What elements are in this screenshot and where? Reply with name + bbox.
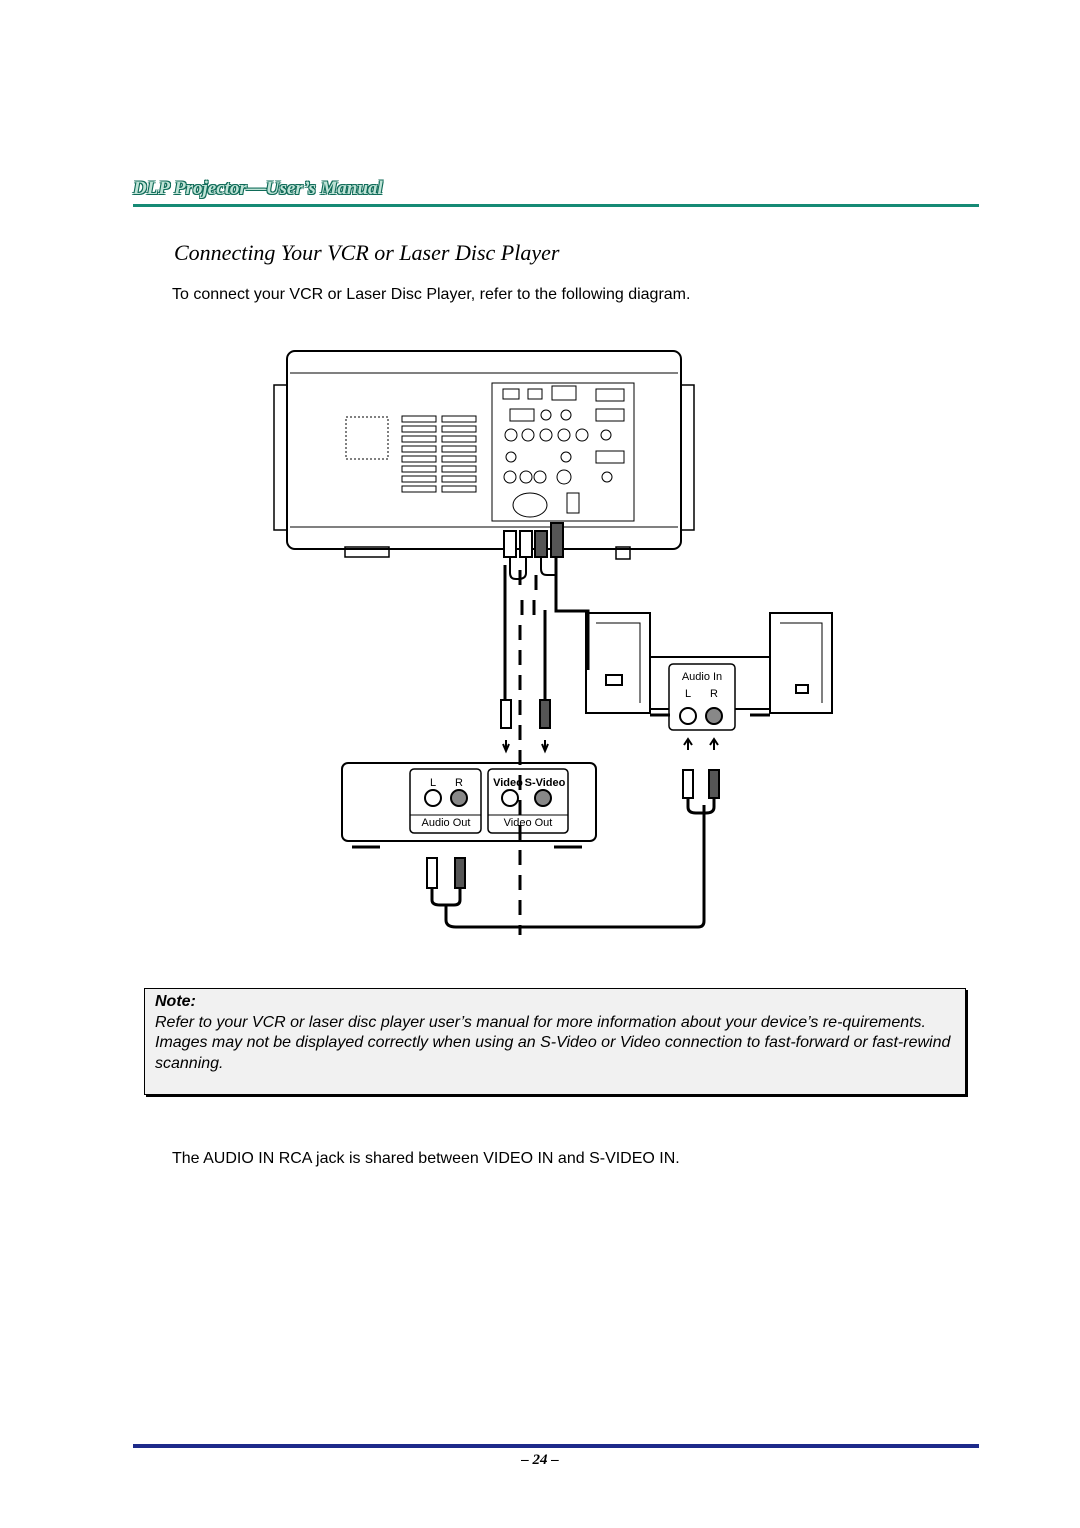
header-divider xyxy=(133,204,979,207)
cable-plugs-middle xyxy=(500,699,551,754)
projector-cables xyxy=(503,557,590,935)
audio-sharing-text: The AUDIO IN RCA jack is shared between … xyxy=(172,1150,680,1167)
projector-rear-panel xyxy=(273,350,695,560)
connection-diagram: L R Video S-Video Audio Out Video Out Au… xyxy=(273,350,833,935)
speaker-audio-in-label: Audio In xyxy=(682,671,722,683)
projector-plugs xyxy=(503,522,564,580)
note-box: Note: Refer to your VCR or laser disc pl… xyxy=(144,988,966,1095)
vcr-device xyxy=(341,762,597,849)
intro-paragraph: To connect your VCR or Laser Disc Player… xyxy=(172,286,691,303)
vcr-audio-cables xyxy=(426,805,706,929)
section-title: Connecting Your VCR or Laser Disc Player xyxy=(174,240,560,265)
speaker-plugs xyxy=(682,737,720,815)
vcr-video-label: Video xyxy=(493,777,523,789)
vcr-svideo-label: S-Video xyxy=(525,777,566,789)
note-text-1: Refer to your VCR or laser disc player u… xyxy=(155,1013,926,1031)
note-text-2: Images may not be displayed correctly wh… xyxy=(155,1034,951,1072)
manual-header-title: DLP Projector—User’s Manual xyxy=(133,178,383,199)
page-number: – 24 – xyxy=(521,1452,559,1468)
vcr-left-label: L xyxy=(430,777,436,789)
footer-divider xyxy=(133,1444,979,1448)
speaker-system xyxy=(585,612,833,731)
vcr-audio-out-label: Audio Out xyxy=(422,817,471,829)
vcr-video-out-label: Video Out xyxy=(504,817,553,829)
note-label: Note: xyxy=(155,993,196,1010)
vcr-right-label: R xyxy=(455,777,463,789)
speaker-left-label: L xyxy=(685,688,691,700)
speaker-right-label: R xyxy=(710,688,718,700)
